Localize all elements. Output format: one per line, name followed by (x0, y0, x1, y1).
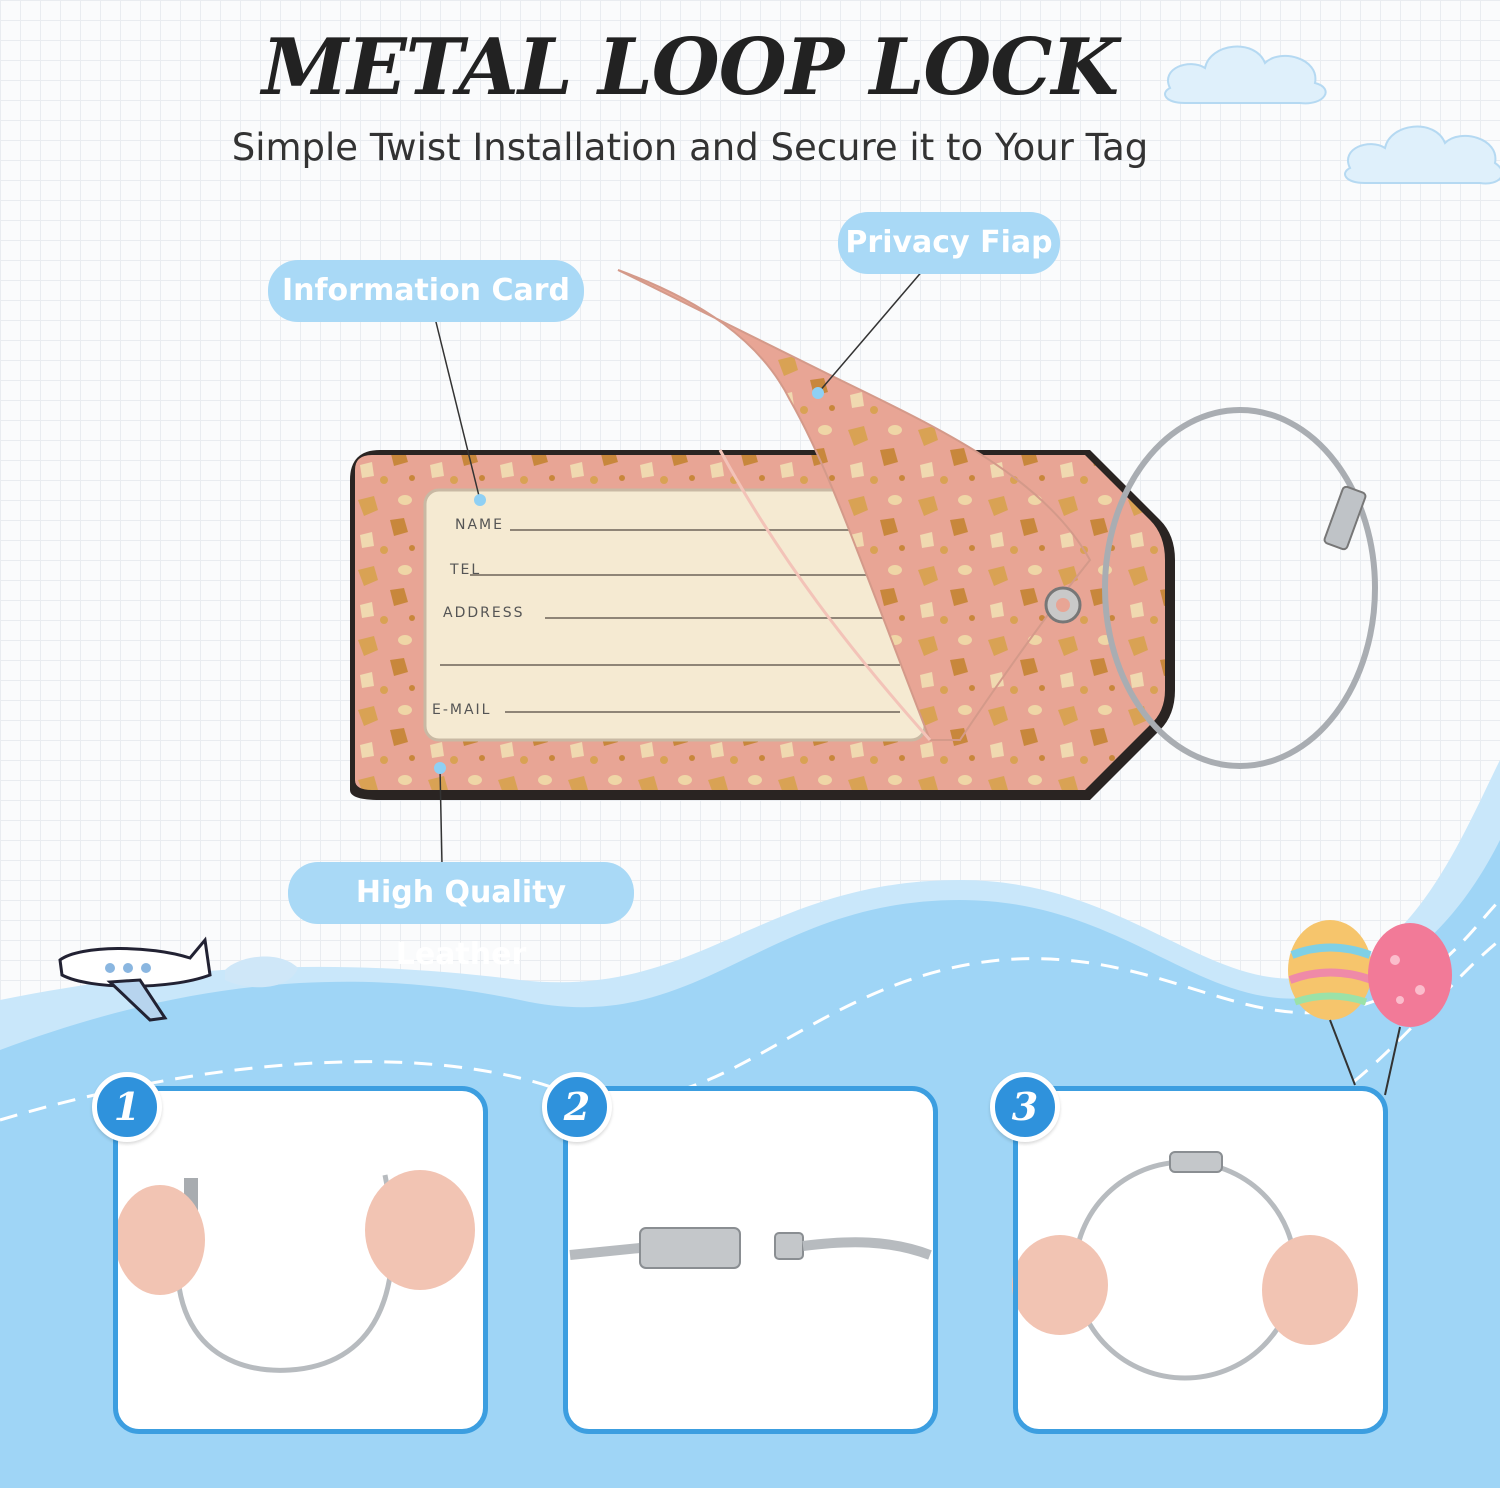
step-1-illustration (115, 1170, 475, 1373)
card-name-label: NAME (455, 517, 504, 533)
cloud-icon (1164, 45, 1327, 105)
page-subtitle: Simple Twist Installation and Secure it … (231, 126, 1149, 169)
step-card-background (567, 1090, 934, 1430)
card-address-label: ADDRESS (443, 605, 525, 621)
leather-callout: High Quality Leather (288, 862, 634, 972)
airplane-icon (58, 936, 298, 1022)
step-2-card (563, 1086, 938, 1434)
page-title: METAL LOOP LOCK (261, 22, 1119, 113)
step-1-card (113, 1086, 488, 1434)
cloud-icon (1344, 125, 1500, 185)
step-3-card (1013, 1086, 1388, 1434)
step-1-badge: 1 (92, 1072, 162, 1142)
step-2-badge: 2 (542, 1072, 612, 1142)
card-email-label: E-MAIL (432, 702, 492, 718)
step-2-illustration (569, 1227, 932, 1269)
card-tel-label: TEL (450, 562, 482, 578)
privacy-flap-callout: Privacy Fiap (838, 212, 1060, 274)
balloon-icon (1288, 920, 1452, 1096)
information-card-callout: Information Card (268, 260, 584, 322)
step-3-illustration (1012, 1151, 1358, 1381)
step-3-badge: 3 (990, 1072, 1060, 1142)
